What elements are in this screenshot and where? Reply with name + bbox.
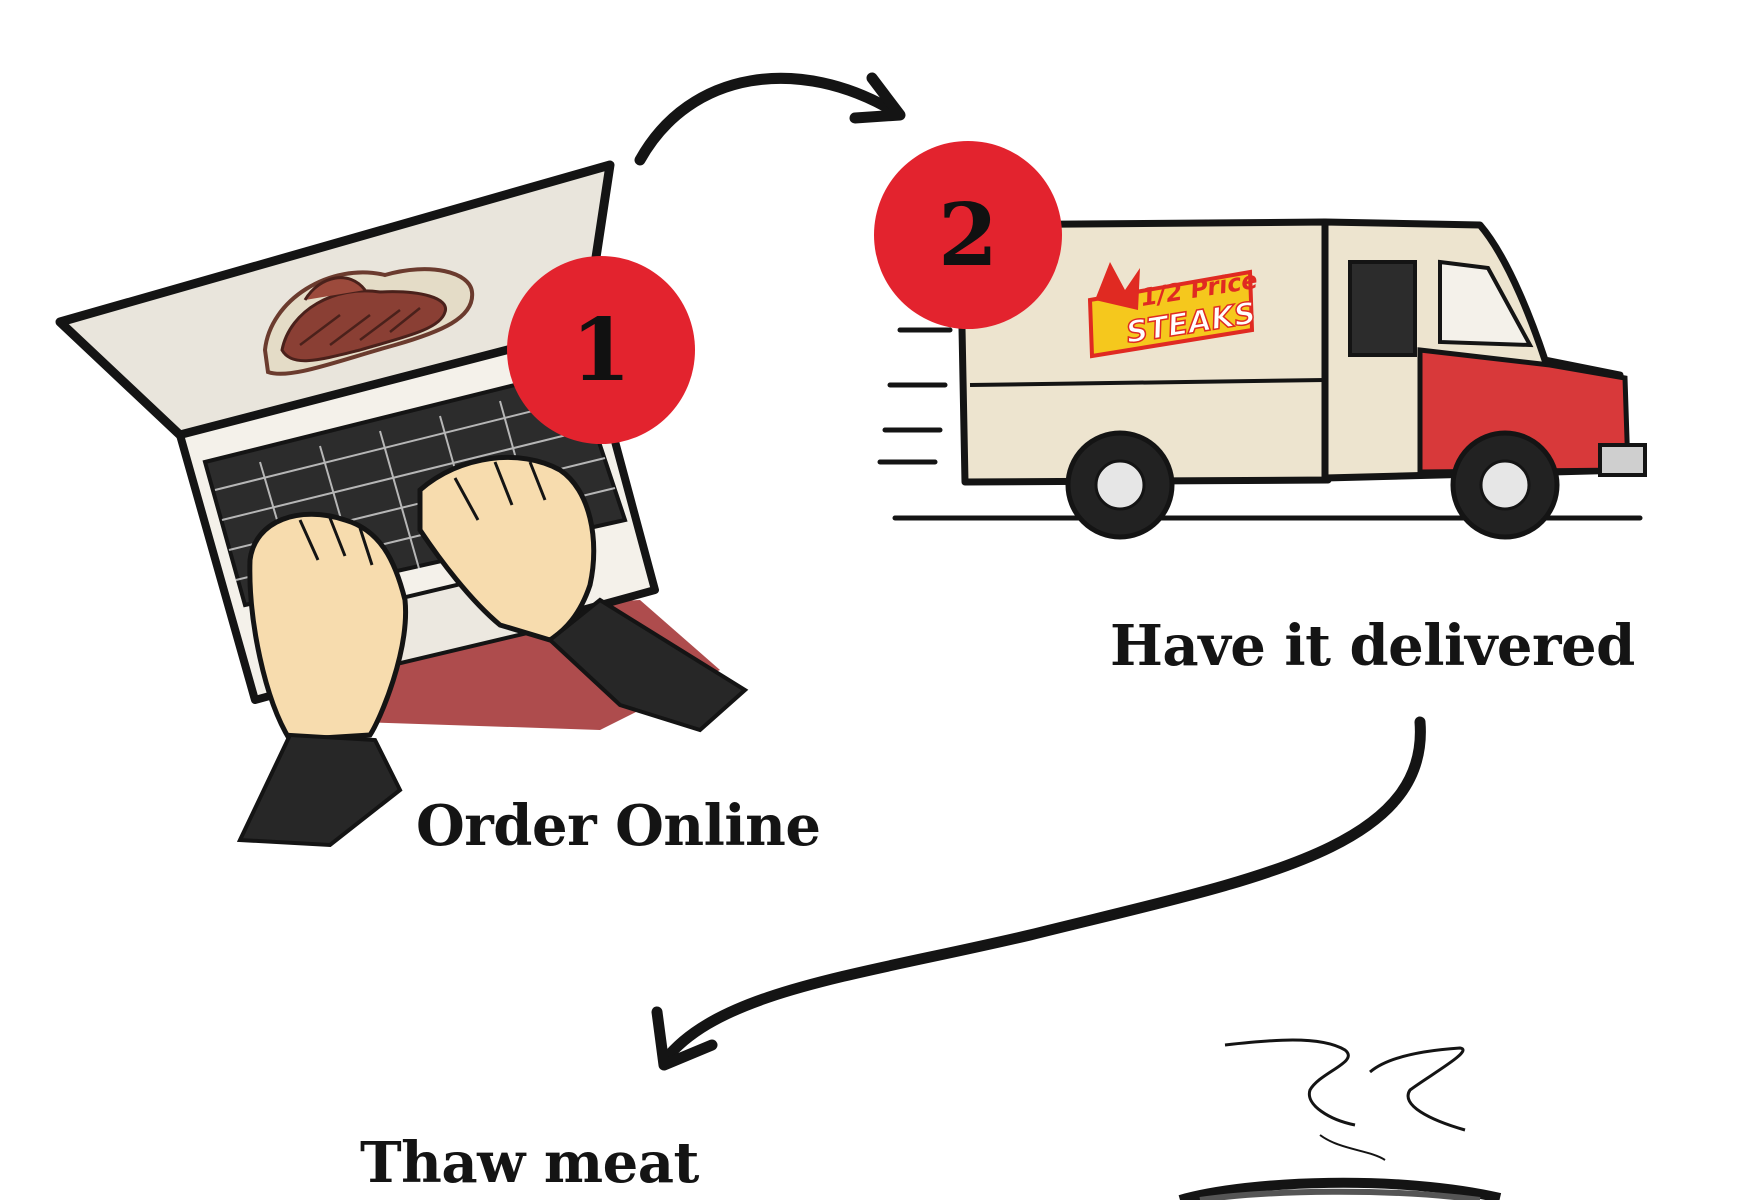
- right-hand: [417, 454, 749, 733]
- pan-steam-illustration: [1178, 1038, 1502, 1200]
- step-1-caption: Order Online: [416, 793, 821, 859]
- step-3-caption: Thaw meat: [360, 1130, 699, 1196]
- steak-on-screen-icon: [262, 267, 475, 376]
- left-hand: [236, 511, 409, 848]
- front-wheel: [1450, 430, 1560, 540]
- step-2-caption: Have it delivered: [1110, 613, 1635, 679]
- arrow-step1-to-step2: [634, 72, 906, 166]
- rear-wheel: [1065, 430, 1175, 540]
- step-1-number: 1: [571, 299, 631, 401]
- step-2-badge: 2: [874, 141, 1062, 329]
- laptop-illustration: [55, 160, 749, 848]
- step-2-number: 2: [938, 184, 998, 286]
- maple-leaf-icon: [1095, 262, 1140, 310]
- delivery-truck-illustration: 1/2 Price STEAKS: [877, 218, 1647, 540]
- arrow-step2-to-step3: [651, 716, 1426, 1071]
- step-1-badge: 1: [507, 256, 695, 444]
